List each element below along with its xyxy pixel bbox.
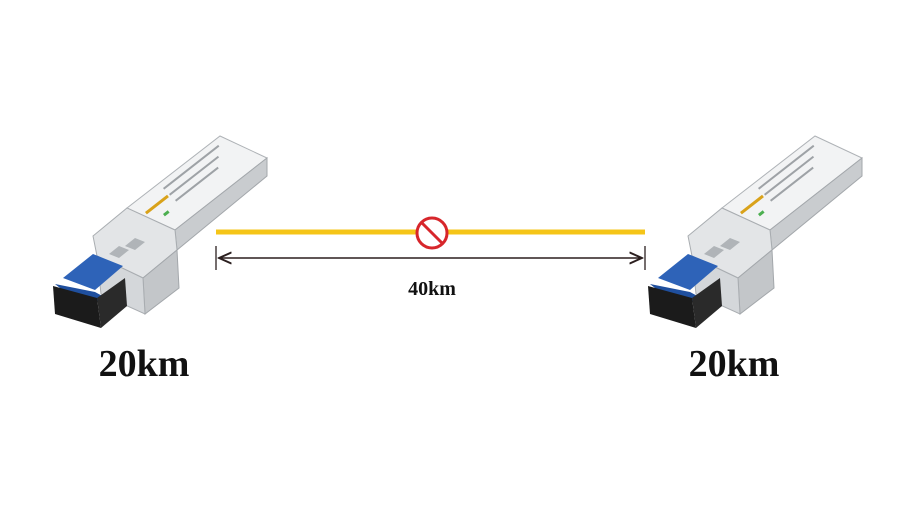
distance-label: 40km	[408, 278, 456, 300]
right-range-label: 20km	[688, 343, 780, 385]
prohibited-icon	[415, 216, 449, 250]
left-range-label: 20km	[98, 343, 190, 385]
sfp-module-left	[53, 135, 268, 328]
sfp-module-right	[648, 135, 863, 328]
